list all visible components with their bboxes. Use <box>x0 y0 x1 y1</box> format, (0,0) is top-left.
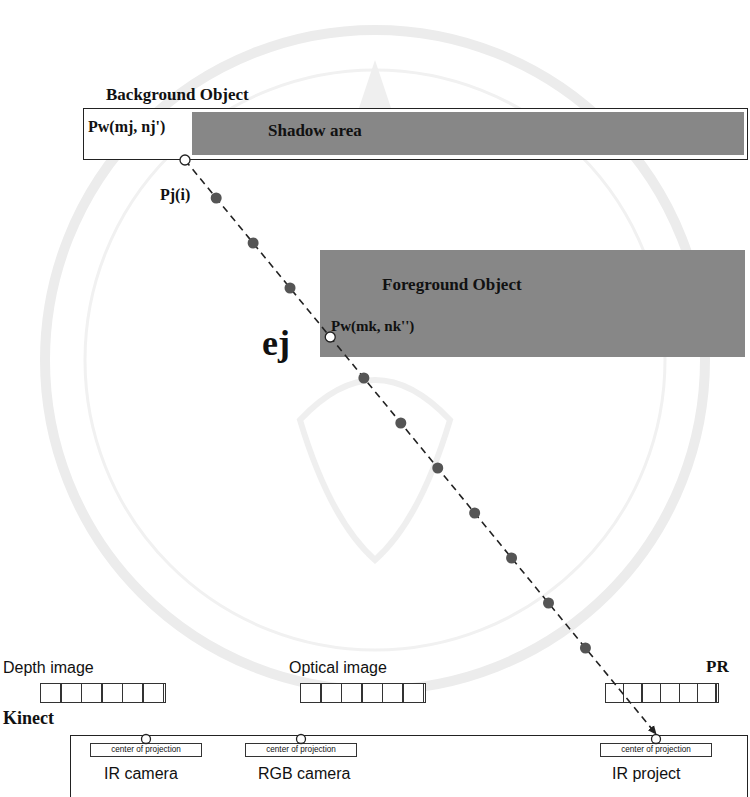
kinect-housing: Kinectcenter of projectionIR cameracente… <box>70 735 748 797</box>
node-label: Depth image <box>3 659 94 677</box>
optical-image-array: Optical image <box>300 683 426 703</box>
unit-name: RGB camera <box>258 765 350 783</box>
ir-projector-unit: center of projectionIR project <box>600 743 712 757</box>
node-label: Background Object <box>106 85 249 105</box>
rgb-camera-unit: center of projectionRGB camera <box>245 743 357 757</box>
depth-image-array: Depth image <box>40 683 166 703</box>
projector-pattern-array: PR <box>605 683 719 703</box>
sample-dot <box>580 643 591 654</box>
node-label: PR <box>706 657 729 677</box>
watermark-ornament <box>300 380 450 560</box>
point-label: Pw(mk, nk'') <box>331 318 414 335</box>
projection-ray <box>185 160 656 734</box>
sample-dot <box>395 418 406 429</box>
node-label: Shadow area <box>268 121 362 141</box>
node-label: Kinect <box>3 708 54 729</box>
foreground-object: Foreground Object <box>320 250 745 357</box>
unit-name: IR camera <box>104 765 178 783</box>
point-label: Pw(mj, nj') <box>88 118 165 136</box>
sample-dot <box>543 598 554 609</box>
sample-dot <box>211 193 222 204</box>
background-object: Background ObjectShadow area <box>83 108 748 160</box>
sample-dot <box>285 283 296 294</box>
shadow-area: Shadow area <box>192 112 744 155</box>
sample-dot <box>506 553 517 564</box>
sample-dot <box>432 463 443 474</box>
sample-dot <box>358 373 369 384</box>
point-label: Pj(i) <box>160 186 190 204</box>
node-label: center of projection <box>91 744 201 756</box>
sample-dot <box>469 508 480 519</box>
error-label: ej <box>262 322 290 364</box>
node-label: center of projection <box>246 744 356 756</box>
sample-dot <box>248 238 259 249</box>
node-label: Foreground Object <box>382 275 522 295</box>
node-label: center of projection <box>601 744 711 756</box>
ir-camera-unit: center of projectionIR camera <box>90 743 202 757</box>
node-label: Optical image <box>289 659 387 677</box>
unit-name: IR project <box>612 765 680 783</box>
